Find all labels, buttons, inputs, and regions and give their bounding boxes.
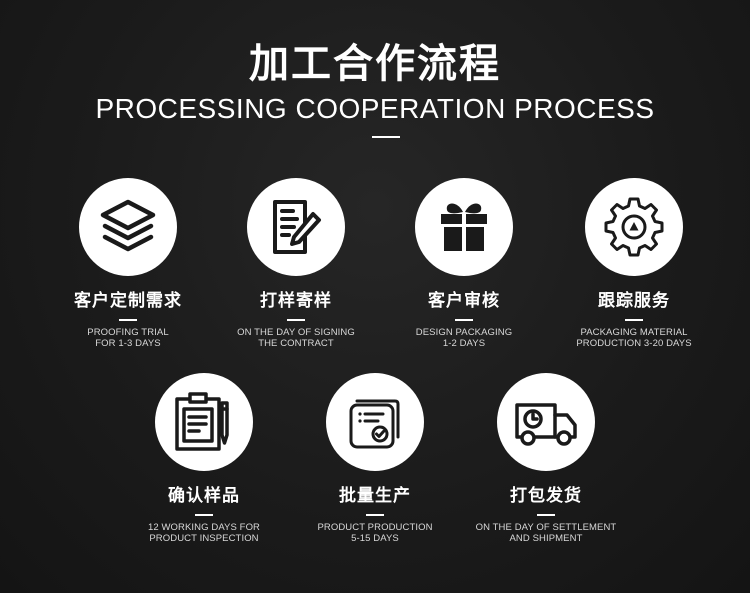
step-title: 打包发货 <box>510 486 582 506</box>
step-icon-circle <box>79 178 177 276</box>
production-check-icon <box>349 399 400 449</box>
page-title-en: PROCESSING COOPERATION PROCESS <box>95 93 655 124</box>
step-title: 客户定制需求 <box>74 291 182 311</box>
step-icon-circle <box>415 178 513 276</box>
step-tracking-service: 跟踪服务 PACKAGING MATERIAL PRODUCTION 3-20 … <box>549 178 719 349</box>
step-icon-circle <box>155 373 253 471</box>
document-pen-icon <box>273 200 321 254</box>
step-icon-circle <box>326 373 424 471</box>
step-icon-circle <box>497 373 595 471</box>
layers-icon <box>100 199 156 252</box>
title-divider <box>372 136 400 138</box>
gift-box-icon <box>441 203 487 251</box>
step-description: ON THE DAY OF SIGNING THE CONTRACT <box>237 327 355 349</box>
step-divider <box>195 514 213 516</box>
delivery-truck-icon <box>515 403 577 446</box>
step-divider <box>366 514 384 516</box>
step-title: 批量生产 <box>339 486 411 506</box>
step-proofing-sample: 打样寄样 ON THE DAY OF SIGNING THE CONTRACT <box>211 178 381 349</box>
step-divider <box>455 319 473 321</box>
step-title: 打样寄样 <box>260 291 332 311</box>
step-confirm-sample: 确认样品 12 WORKING DAYS FOR PRODUCT INSPECT… <box>119 373 289 544</box>
gear-icon <box>604 197 664 257</box>
step-description: ON THE DAY OF SETTLEMENT AND SHIPMENT <box>475 522 617 544</box>
step-description: PACKAGING MATERIAL PRODUCTION 3-20 DAYS <box>576 327 692 349</box>
step-divider <box>537 514 555 516</box>
step-title: 客户审核 <box>428 291 500 311</box>
step-divider <box>119 319 137 321</box>
step-description: PROOFING TRIAL FOR 1-3 DAYS <box>87 327 169 349</box>
step-icon-circle <box>247 178 345 276</box>
step-title: 跟踪服务 <box>598 291 670 311</box>
step-icon-circle <box>585 178 683 276</box>
step-description: DESIGN PACKAGING 1-2 DAYS <box>415 327 513 349</box>
step-customer-requirement: 客户定制需求 PROOFING TRIAL FOR 1-3 DAYS <box>43 178 213 349</box>
step-description: 12 WORKING DAYS FOR PRODUCT INSPECTION <box>147 522 261 544</box>
step-mass-production: 批量生产 PRODUCT PRODUCTION 5-15 DAYS <box>290 373 460 544</box>
step-divider <box>287 319 305 321</box>
step-packing-shipping: 打包发货 ON THE DAY OF SETTLEMENT AND SHIPME… <box>461 373 631 544</box>
step-customer-review: 客户审核 DESIGN PACKAGING 1-2 DAYS <box>379 178 549 349</box>
step-title: 确认样品 <box>168 486 240 506</box>
step-description: PRODUCT PRODUCTION 5-15 DAYS <box>317 522 433 544</box>
step-divider <box>625 319 643 321</box>
clipboard-icon <box>175 392 229 451</box>
page-title-cn: 加工合作流程 <box>249 41 501 87</box>
